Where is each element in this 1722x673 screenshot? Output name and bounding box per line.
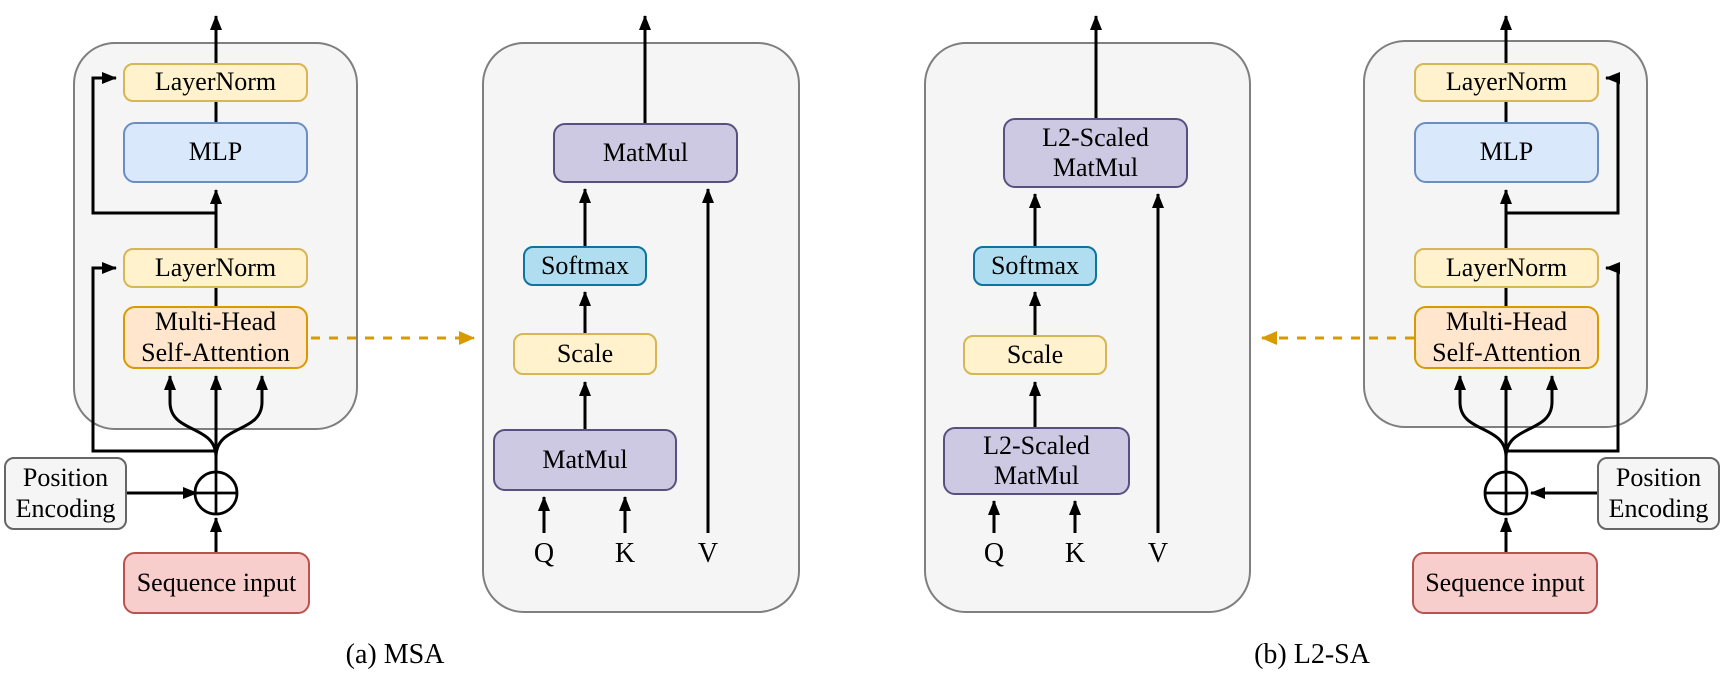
layernorm-label: LayerNorm bbox=[1445, 252, 1568, 282]
softmax-box: Softmax bbox=[973, 246, 1097, 286]
mhsa-label-line1: Multi-Head bbox=[1445, 307, 1568, 337]
mhsa-label-line1: Multi-Head bbox=[154, 307, 277, 337]
q-label: Q bbox=[983, 538, 1005, 569]
matmul-box: MatMul bbox=[493, 429, 677, 491]
q-label: Q bbox=[533, 538, 555, 569]
mhsa-label-line2: Self-Attention bbox=[1432, 337, 1581, 367]
position-encoding-box: Position Encoding bbox=[1597, 457, 1720, 530]
matmul-label: MatMul bbox=[602, 137, 689, 167]
mlp-box: MLP bbox=[1414, 122, 1599, 183]
l2-scaled-matmul-line2: MatMul bbox=[1052, 153, 1139, 182]
position-encoding-line1: Position bbox=[1615, 463, 1702, 493]
l2-scaled-matmul-line1: L2-Scaled bbox=[983, 430, 1090, 460]
position-encoding-box: Position Encoding bbox=[4, 457, 127, 530]
v-label: V bbox=[697, 538, 719, 569]
softmax-label: Softmax bbox=[540, 250, 630, 280]
sequence-input-box: Sequence input bbox=[1412, 552, 1598, 614]
mlp-box: MLP bbox=[123, 122, 308, 183]
softmax-label: Softmax bbox=[990, 250, 1080, 280]
layernorm-box: LayerNorm bbox=[1414, 248, 1599, 288]
l2sa-add-node bbox=[1483, 470, 1529, 516]
msa-add-node bbox=[193, 470, 239, 516]
multi-head-self-attention-box: Multi-Head Self-Attention bbox=[1414, 306, 1599, 369]
mlp-label: MLP bbox=[188, 137, 243, 167]
l2-scaled-matmul-line1: L2-Scaled bbox=[1042, 122, 1149, 152]
multi-head-self-attention-box: Multi-Head Self-Attention bbox=[123, 306, 308, 369]
mhsa-label-line2: Self-Attention bbox=[141, 337, 290, 367]
v-label: V bbox=[1147, 538, 1169, 569]
l2-scaled-matmul-box: L2-Scaled MatMul bbox=[943, 427, 1130, 495]
matmul-box: MatMul bbox=[553, 123, 738, 183]
scale-box: Scale bbox=[513, 333, 657, 375]
softmax-box: Softmax bbox=[523, 246, 647, 286]
l2-scaled-matmul-box: L2-Scaled MatMul bbox=[1003, 118, 1188, 188]
l2-scaled-matmul-line2: MatMul bbox=[993, 461, 1080, 490]
caption-msa: (a) MSA bbox=[345, 639, 445, 670]
sequence-input-label: Sequence input bbox=[136, 567, 297, 597]
scale-label: Scale bbox=[1006, 339, 1064, 369]
layernorm-label: LayerNorm bbox=[1445, 67, 1568, 97]
layernorm-box: LayerNorm bbox=[1414, 63, 1599, 102]
sequence-input-label: Sequence input bbox=[1425, 567, 1585, 597]
position-encoding-line2: Encoding bbox=[1608, 493, 1709, 523]
layernorm-label: LayerNorm bbox=[154, 252, 277, 282]
mlp-label: MLP bbox=[1479, 137, 1534, 167]
k-label: K bbox=[614, 538, 636, 569]
layernorm-box: LayerNorm bbox=[123, 63, 308, 102]
position-encoding-line2: Encoding bbox=[15, 493, 116, 523]
scale-box: Scale bbox=[963, 335, 1107, 375]
sequence-input-box: Sequence input bbox=[123, 552, 310, 614]
caption-l2sa: (b) L2-SA bbox=[1254, 639, 1370, 670]
k-label: K bbox=[1064, 538, 1086, 569]
layernorm-box: LayerNorm bbox=[123, 248, 308, 288]
layernorm-label: LayerNorm bbox=[154, 67, 277, 97]
position-encoding-line1: Position bbox=[22, 463, 109, 493]
scale-label: Scale bbox=[556, 338, 614, 368]
matmul-label: MatMul bbox=[542, 444, 628, 474]
